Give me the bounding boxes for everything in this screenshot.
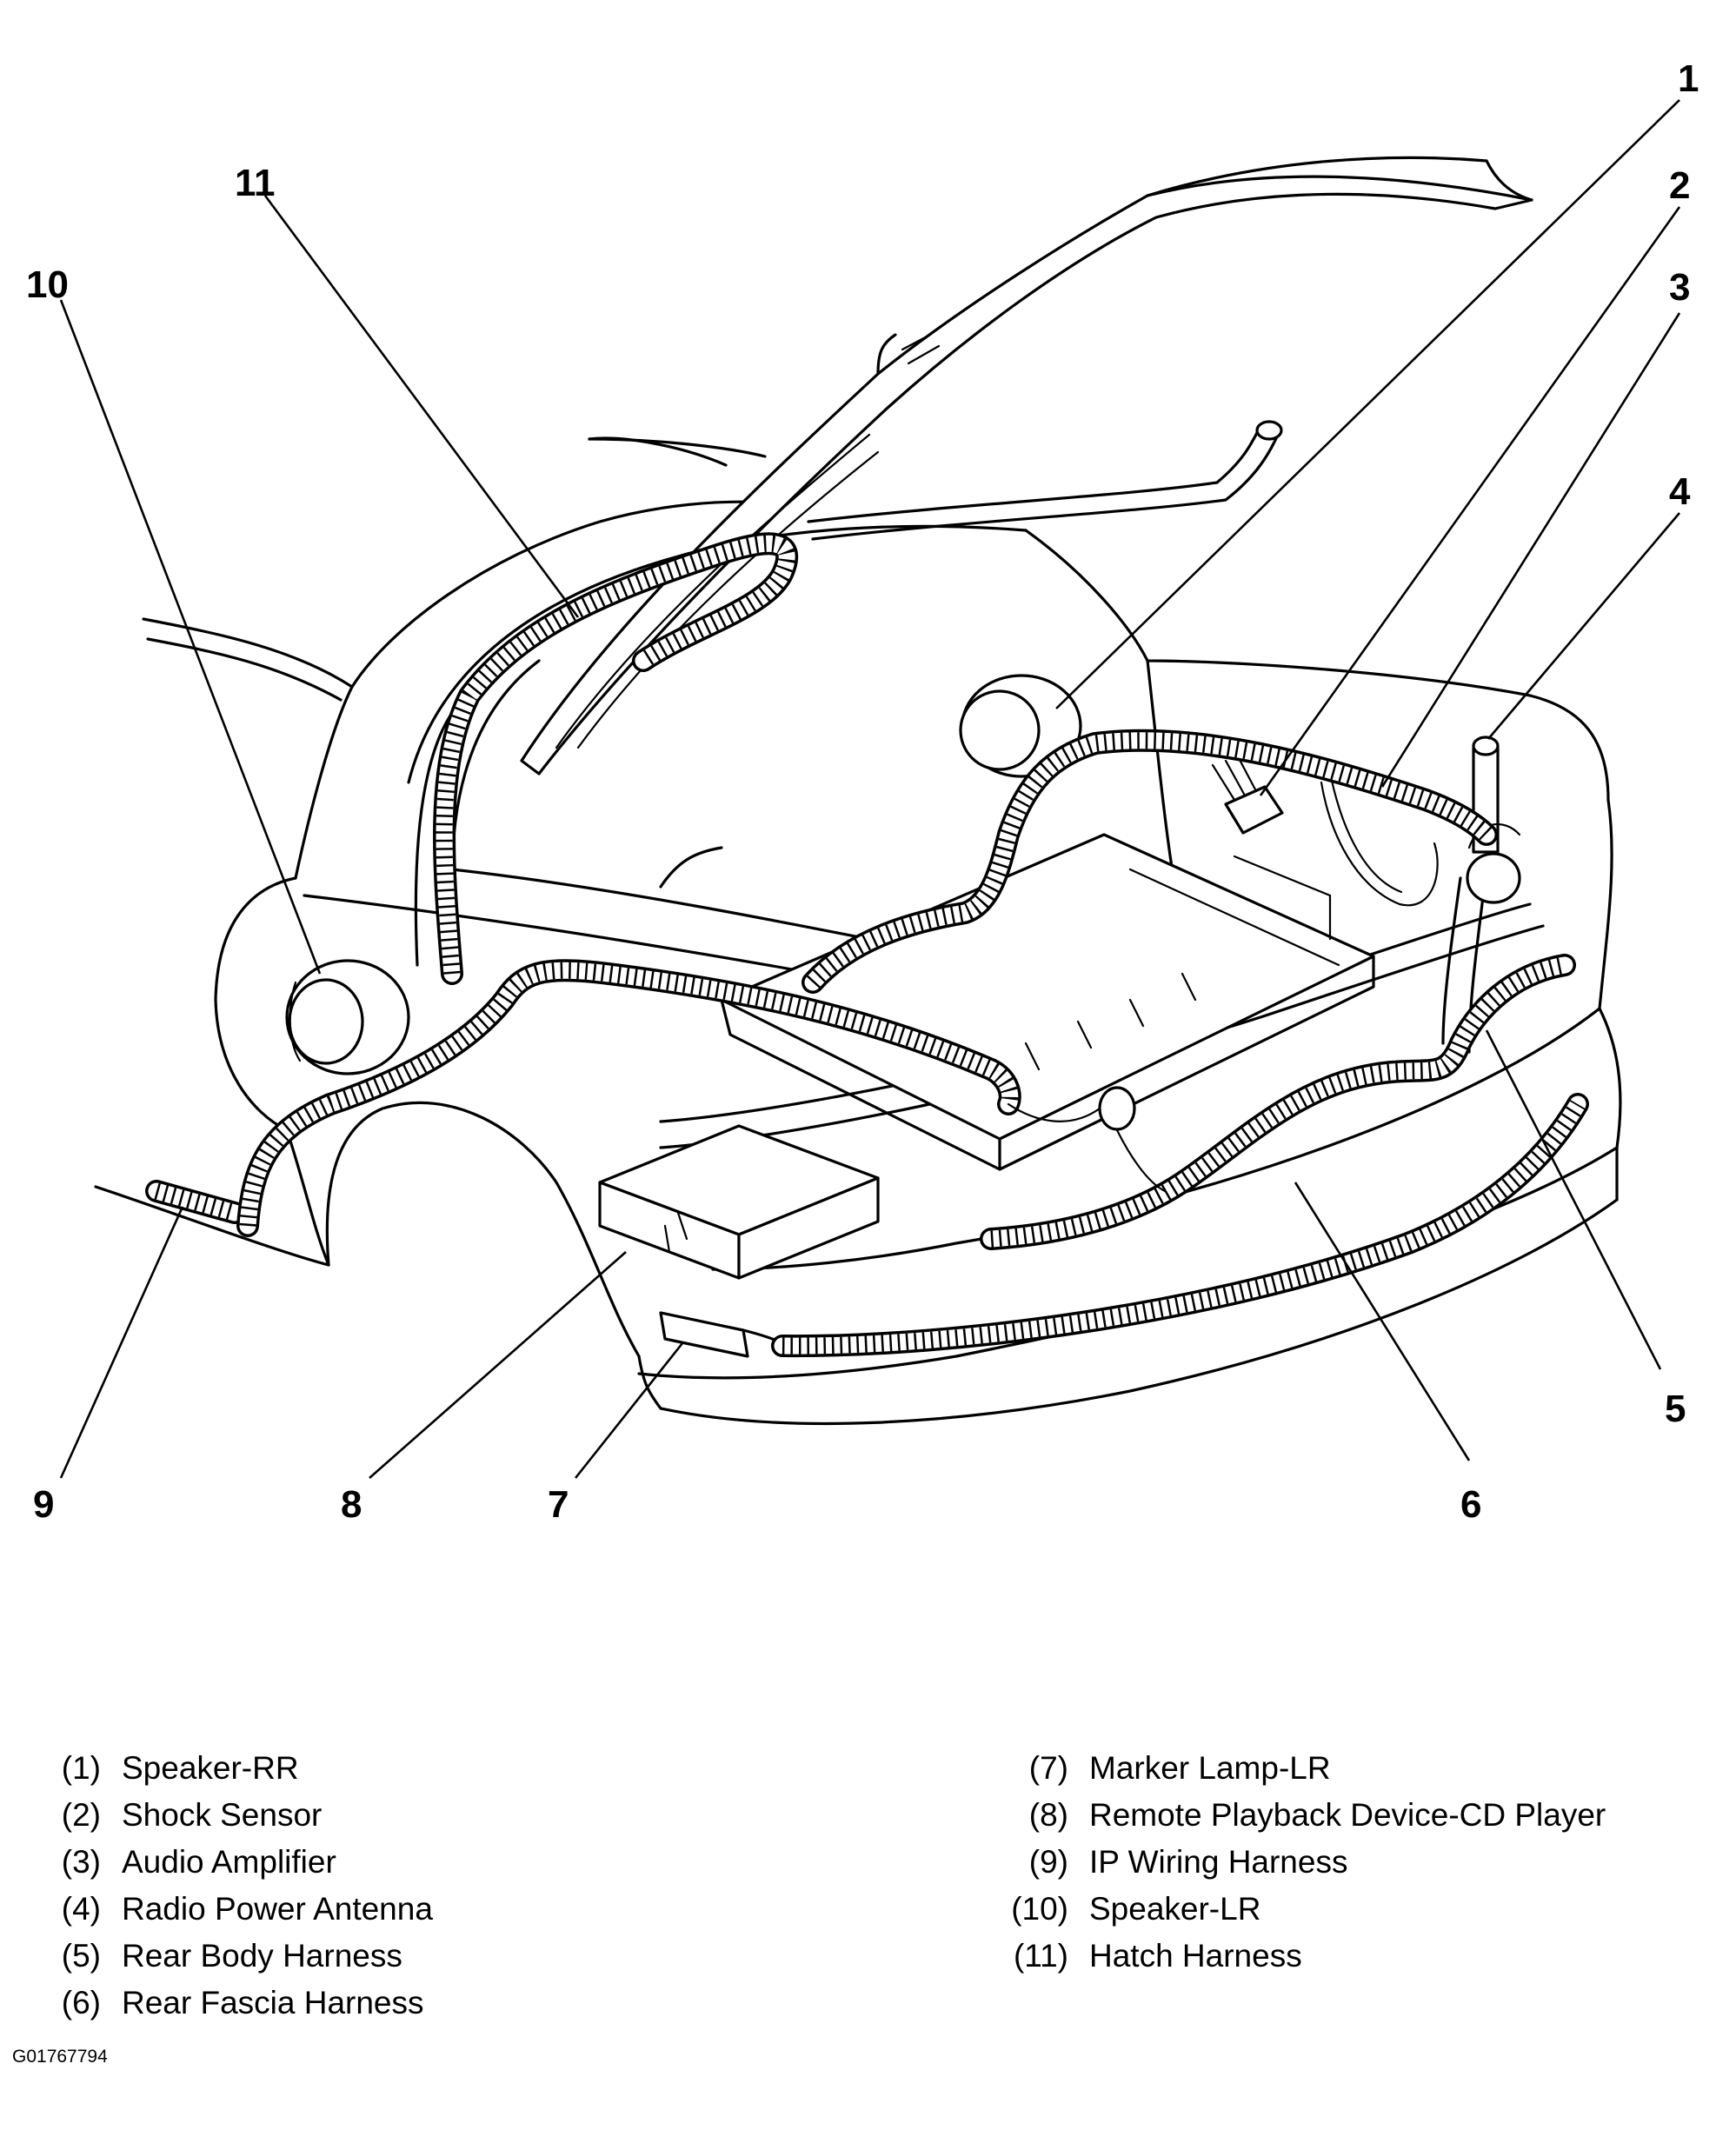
leader-4 xyxy=(1487,512,1680,740)
legend-item: (8)Remote Playback Device-CD Player xyxy=(1028,1797,1606,1833)
legend-item: (2)Shock Sensor xyxy=(61,1797,323,1833)
legend-item: (7)Marker Lamp-LR xyxy=(1028,1750,1331,1786)
harnesses xyxy=(145,532,1589,1358)
callout-4: 4 xyxy=(1669,470,1691,513)
wiring-diagram: 1 2 3 4 5 6 7 8 9 10 11 xyxy=(26,57,1699,1526)
legend-item: (5)Rear Body Harness xyxy=(61,1938,402,1974)
callout-5: 5 xyxy=(1665,1388,1686,1430)
marker-lamp xyxy=(659,1311,784,1358)
legend-item: (6)Rear Fascia Harness xyxy=(61,1985,424,2020)
legend-item: (9)IP Wiring Harness xyxy=(1028,1844,1348,1880)
leader-lines xyxy=(59,99,1681,1479)
callout-9: 9 xyxy=(33,1483,54,1526)
legend-item: (3)Audio Amplifier xyxy=(61,1844,336,1880)
leader-6 xyxy=(1294,1182,1471,1461)
leader-3 xyxy=(1380,312,1681,788)
callout-numbers: 1 2 3 4 5 6 7 8 9 10 11 xyxy=(26,57,1699,1526)
callout-8: 8 xyxy=(341,1483,362,1526)
callout-6: 6 xyxy=(1460,1483,1481,1526)
leader-2 xyxy=(1259,206,1681,796)
leader-9 xyxy=(59,1206,184,1479)
callout-1: 1 xyxy=(1678,57,1699,100)
cd-player-box xyxy=(598,1124,880,1280)
legend-item: (10)Speaker-LR xyxy=(1011,1891,1261,1927)
speaker-rr xyxy=(959,674,1082,778)
legend-item: (1)Speaker-RR xyxy=(61,1750,299,1786)
leader-7 xyxy=(574,1342,684,1479)
diagram-svg: 1 2 3 4 5 6 7 8 9 10 11 xyxy=(26,57,1699,1526)
speaker-lr xyxy=(285,959,410,1075)
callout-10: 10 xyxy=(26,263,69,306)
callout-7: 7 xyxy=(548,1483,569,1526)
leader-5 xyxy=(1485,1029,1662,1370)
callout-2: 2 xyxy=(1669,164,1690,207)
leader-10 xyxy=(59,299,322,975)
leader-1 xyxy=(1055,99,1680,709)
shock-sensor xyxy=(1211,756,1284,835)
leader-11 xyxy=(263,195,580,618)
legend-item: (11)Hatch Harness xyxy=(1013,1938,1302,1974)
legend-item: (4)Radio Power Antenna xyxy=(61,1891,433,1927)
leader-8 xyxy=(369,1251,627,1479)
callout-11: 11 xyxy=(235,162,276,204)
callout-3: 3 xyxy=(1669,266,1690,309)
figure-id-code: G01767794 xyxy=(12,2047,108,2067)
